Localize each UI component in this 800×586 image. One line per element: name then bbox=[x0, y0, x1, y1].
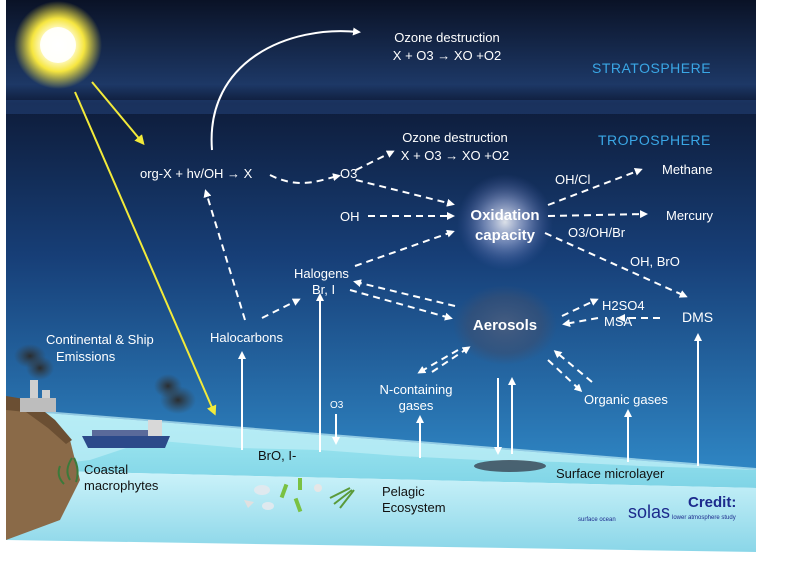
stratosphere-label: STRATOSPHERE bbox=[592, 60, 712, 76]
ship-icon bbox=[82, 374, 196, 448]
oh-label: OH bbox=[340, 209, 360, 224]
troposphere-label: TROPOSPHERE bbox=[598, 132, 711, 148]
dashed-arrows bbox=[203, 150, 688, 393]
ozone-destruction-mid-equation: X + O3 → XO +O2 bbox=[400, 148, 510, 163]
n-containing-label: N-containing bbox=[379, 382, 453, 397]
halogens-label: Halogens bbox=[294, 266, 349, 281]
emissions-label: Emissions bbox=[56, 349, 116, 364]
photolysis-reaction: org-X + hv/OH → X bbox=[140, 166, 253, 181]
dms-label: DMS bbox=[682, 309, 714, 325]
br-i-label: Br, I bbox=[312, 282, 336, 297]
macrophytes-label: macrophytes bbox=[84, 478, 159, 493]
ecosystem-label: Ecosystem bbox=[382, 500, 446, 515]
surface-ocean-caption: surface ocean bbox=[578, 517, 616, 523]
pelagic-label: Pelagic bbox=[382, 484, 425, 499]
oh-bro-label: OH, BrO bbox=[630, 254, 680, 269]
o3-oh-br-label: O3/OH/Br bbox=[568, 225, 626, 240]
gases-label: gases bbox=[398, 398, 434, 413]
macrophyte-icon bbox=[57, 457, 79, 485]
mercury-label: Mercury bbox=[666, 208, 713, 223]
sea-block bbox=[6, 470, 756, 552]
solid-arrows bbox=[238, 293, 702, 466]
oh-cl-label: OH/Cl bbox=[555, 172, 591, 187]
atmosphere-panel bbox=[6, 0, 756, 470]
aerosol-cloud bbox=[453, 285, 557, 365]
methane-label: Methane bbox=[662, 162, 713, 177]
plankton-icon bbox=[244, 478, 355, 513]
lower-atmosphere-caption: lower atmosphere study bbox=[672, 515, 736, 521]
bro-i-label: BrO, I- bbox=[258, 448, 297, 463]
sun-ray-arrow bbox=[74, 91, 217, 416]
halocarbons-label: Halocarbons bbox=[210, 330, 283, 345]
ozone-destruction-top-equation: X + O3 → XO +O2 bbox=[392, 48, 502, 63]
tropopause-band bbox=[6, 100, 756, 114]
ozone-destruction-top-title: Ozone destruction bbox=[394, 30, 500, 45]
ozone-destruction-mid-title: Ozone destruction bbox=[402, 130, 508, 145]
factory-icon bbox=[14, 344, 56, 412]
microlayer-patch bbox=[474, 460, 546, 472]
oxidation-glow bbox=[457, 174, 553, 270]
organic-gases-label: Organic gases bbox=[584, 392, 668, 407]
msa-label: MSA bbox=[604, 314, 633, 329]
continental-ship-label: Continental & Ship bbox=[46, 332, 154, 347]
aerosols-label: Aerosols bbox=[472, 317, 538, 334]
coastal-label: Coastal bbox=[84, 462, 129, 477]
solas-logo: solas bbox=[628, 502, 671, 522]
o3-label-b: O3 bbox=[330, 400, 344, 411]
oxidation-capacity-label: Oxidation capacity bbox=[470, 207, 540, 244]
uplift-arrow bbox=[210, 27, 361, 151]
sun-ray-arrow bbox=[91, 81, 145, 146]
surface-microlayer-label: Surface microlayer bbox=[556, 466, 665, 481]
credit-label: Credit: bbox=[688, 494, 737, 511]
o3-label-a: O3 bbox=[340, 166, 358, 181]
h2so4-label: H2SO4 bbox=[602, 298, 645, 313]
